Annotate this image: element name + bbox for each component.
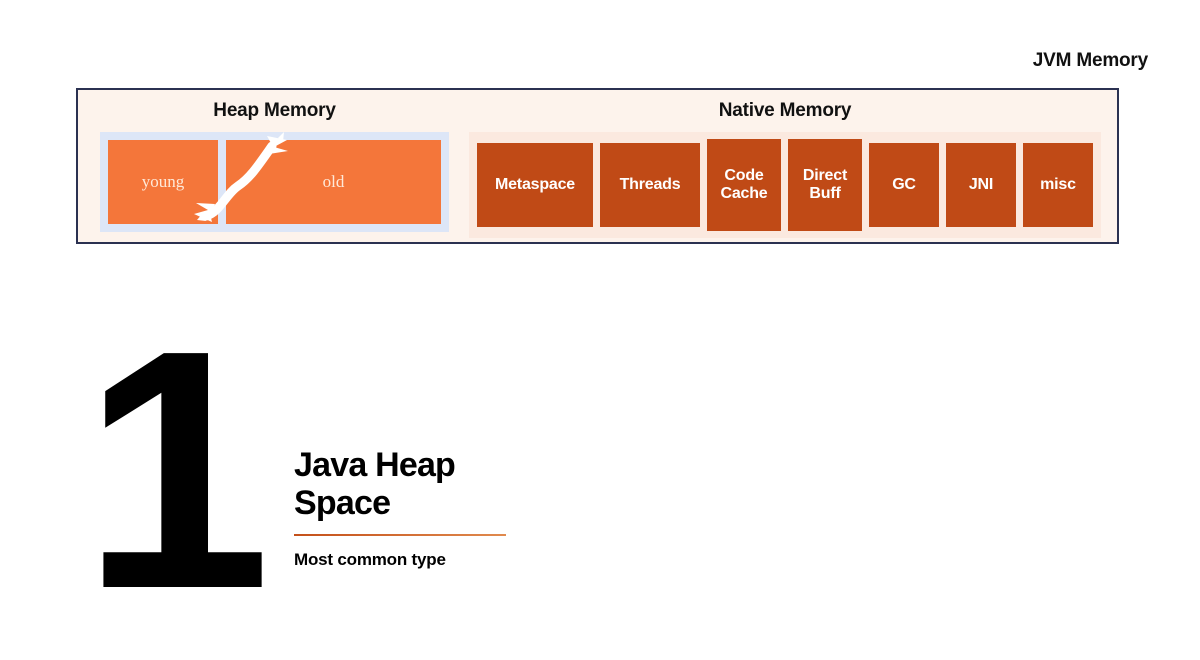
native-block-metaspace: Metaspace [477, 143, 593, 227]
jvm-memory-diagram: Heap Memory young old Native Memory Meta… [76, 88, 1119, 244]
heap-memory-section: Heap Memory young old [78, 90, 459, 242]
feature-subtitle: Most common type [294, 550, 446, 569]
jvm-memory-caption: JVM Memory [1032, 50, 1148, 71]
native-block-direct-buff: Direct Buff [788, 139, 862, 231]
feature-text-group: Java Heap Space Most common type [294, 446, 524, 570]
feature-divider [294, 534, 506, 536]
feature-number: 1 [82, 280, 271, 660]
native-block-code-cache: Code Cache [707, 139, 781, 231]
native-block-threads: Threads [600, 143, 700, 227]
heap-memory-title: Heap Memory [213, 100, 336, 121]
heap-block-old: old [226, 140, 441, 224]
native-block-misc: misc [1023, 143, 1093, 227]
native-memory-section: Native Memory Metaspace Threads Code Cac… [459, 90, 1117, 242]
native-memory-title: Native Memory [718, 100, 852, 121]
feature-title: Java Heap Space [294, 446, 456, 522]
heap-memory-panel: young old [100, 132, 449, 232]
heap-block-young: young [108, 140, 218, 224]
feature-callout: 1 Java Heap Space Most common type [0, 280, 1200, 660]
native-block-jni: JNI [946, 143, 1016, 227]
native-block-gc: GC [869, 143, 939, 227]
native-memory-panel: Metaspace Threads Code Cache Direct Buff… [469, 132, 1101, 238]
